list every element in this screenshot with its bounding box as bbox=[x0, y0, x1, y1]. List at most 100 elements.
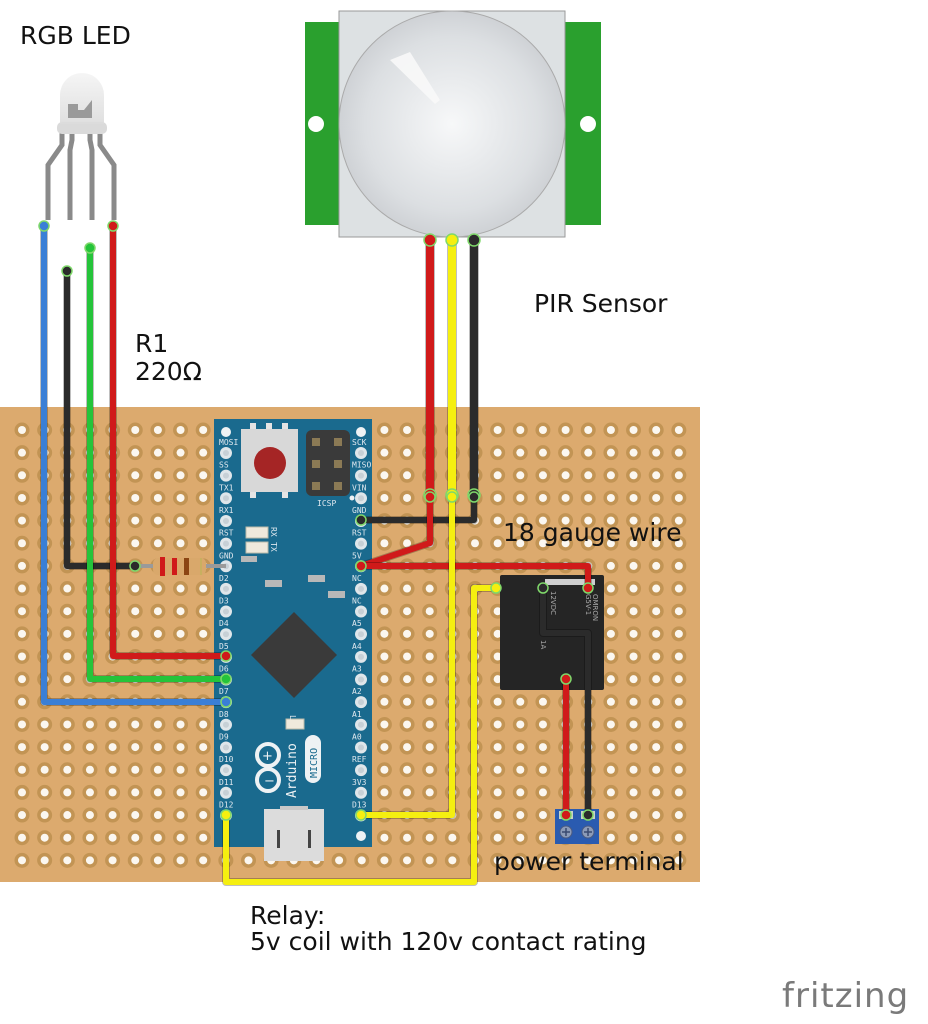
perfboard-hole bbox=[399, 626, 415, 642]
pin-label: D10 bbox=[219, 755, 234, 764]
perfboard-hole bbox=[626, 490, 642, 506]
tx-led bbox=[245, 541, 269, 554]
power-terminal-label: power terminal bbox=[494, 847, 684, 876]
wire-d13-pir[interactable] bbox=[355, 491, 458, 821]
perfboard-hole bbox=[331, 852, 347, 868]
perfboard-hole bbox=[626, 671, 642, 687]
perfboard-hole bbox=[399, 649, 415, 664]
perfboard-hole bbox=[376, 830, 392, 846]
perfboard-hole bbox=[127, 581, 143, 597]
wire-d12-relay[interactable] bbox=[220, 582, 502, 886]
perfboard-hole bbox=[14, 513, 30, 529]
microcontroller-chip bbox=[251, 612, 337, 698]
perfboard-hole bbox=[195, 535, 211, 551]
pin-label: D11 bbox=[219, 778, 234, 787]
pin-miso: MISO bbox=[352, 461, 371, 482]
perfboard-hole bbox=[37, 830, 53, 846]
perfboard-hole bbox=[671, 739, 687, 755]
wire-pir-yellow[interactable] bbox=[445, 233, 459, 502]
perfboard-hole bbox=[648, 830, 664, 846]
perfboard-hole bbox=[105, 762, 121, 778]
reset-button[interactable] bbox=[241, 423, 298, 498]
perfboard-hole bbox=[173, 739, 189, 755]
perfboard-hole bbox=[14, 784, 30, 800]
perfboard-hole bbox=[490, 784, 506, 800]
wires bbox=[38, 220, 594, 886]
perfboard-hole bbox=[671, 535, 687, 551]
perfboard-hole bbox=[173, 716, 189, 732]
relay-desc-label: 5v coil with 120v contact rating bbox=[250, 927, 647, 956]
perfboard-hole bbox=[580, 535, 596, 551]
perfboard-hole bbox=[150, 716, 166, 732]
perfboard-hole bbox=[535, 422, 551, 438]
perfboard-hole bbox=[14, 807, 30, 823]
wire-relay-internal[interactable] bbox=[537, 582, 594, 821]
perfboard-hole bbox=[195, 603, 211, 619]
perfboard-hole bbox=[535, 852, 551, 868]
perfboard-hole bbox=[127, 422, 143, 438]
relay-contact-rating: 1A bbox=[539, 640, 547, 649]
perfboard-hole bbox=[603, 784, 619, 800]
perfboard-hole bbox=[150, 739, 166, 755]
perfboard-hole bbox=[490, 467, 506, 483]
perfboard-hole bbox=[376, 603, 392, 619]
wire-relay-power[interactable] bbox=[560, 673, 572, 821]
perfboard-hole bbox=[671, 445, 687, 461]
perfboard-hole bbox=[14, 535, 30, 551]
perfboard-hole bbox=[376, 784, 392, 800]
pin-label: RST bbox=[352, 529, 367, 538]
perfboard-hole bbox=[490, 513, 506, 529]
perfboard-hole bbox=[399, 716, 415, 732]
perfboard-hole bbox=[150, 852, 166, 868]
relay-model: G5V-1 bbox=[584, 594, 592, 615]
micro-usb-port[interactable] bbox=[264, 806, 324, 861]
perfboard-hole bbox=[648, 694, 664, 710]
l-led-label: L bbox=[288, 715, 297, 720]
pin-d10: D10 bbox=[219, 755, 234, 777]
perfboard-hole bbox=[37, 716, 53, 732]
perfboard-hole bbox=[490, 807, 506, 823]
tx-led-label: TX bbox=[269, 542, 278, 552]
perfboard-hole bbox=[648, 603, 664, 619]
perfboard-hole bbox=[603, 739, 619, 755]
perfboard-hole bbox=[127, 513, 143, 529]
wire-led-blue[interactable] bbox=[38, 220, 232, 708]
perfboard-hole bbox=[580, 852, 596, 868]
pin-a1: A1 bbox=[352, 710, 367, 731]
perfboard-hole bbox=[558, 445, 574, 461]
perfboard-hole bbox=[626, 626, 642, 642]
perfboard-hole bbox=[671, 558, 687, 574]
perfboard-hole bbox=[603, 626, 619, 642]
perfboard-hole bbox=[59, 603, 75, 619]
wire-gnd[interactable] bbox=[355, 491, 480, 526]
perfboard-hole bbox=[173, 626, 189, 642]
perfboard-hole bbox=[399, 830, 415, 846]
wire-5v-relay[interactable] bbox=[355, 560, 594, 594]
pin-3v3: 3V3 bbox=[352, 778, 367, 799]
perfboard-hole bbox=[580, 490, 596, 506]
wire-led-green[interactable] bbox=[84, 242, 232, 685]
perfboard-hole bbox=[535, 784, 551, 800]
perfboard-hole bbox=[195, 513, 211, 529]
perfboard-hole bbox=[671, 694, 687, 710]
pin-ss: SS bbox=[219, 461, 232, 482]
perfboard-hole bbox=[603, 671, 619, 687]
perfboard-hole bbox=[354, 852, 370, 868]
pin-label: A1 bbox=[352, 710, 362, 719]
perfboard-hole bbox=[512, 694, 528, 710]
perfboard-hole bbox=[648, 581, 664, 597]
wire-led-red[interactable] bbox=[107, 220, 232, 662]
wire-pir-red[interactable] bbox=[423, 233, 437, 502]
pin-label: VIN bbox=[352, 483, 367, 492]
pin-tx1: TX1 bbox=[219, 483, 234, 505]
wire-pir-black[interactable] bbox=[467, 233, 481, 502]
pin-label: D13 bbox=[352, 800, 367, 809]
pin-label: GND bbox=[352, 506, 367, 515]
perfboard-hole bbox=[422, 852, 438, 868]
perfboard-hole bbox=[626, 830, 642, 846]
perfboard-hole bbox=[127, 490, 143, 506]
perfboard-hole bbox=[512, 422, 528, 438]
perfboard-hole bbox=[195, 467, 211, 483]
perfboard-hole bbox=[422, 762, 438, 778]
perfboard-hole bbox=[150, 830, 166, 846]
